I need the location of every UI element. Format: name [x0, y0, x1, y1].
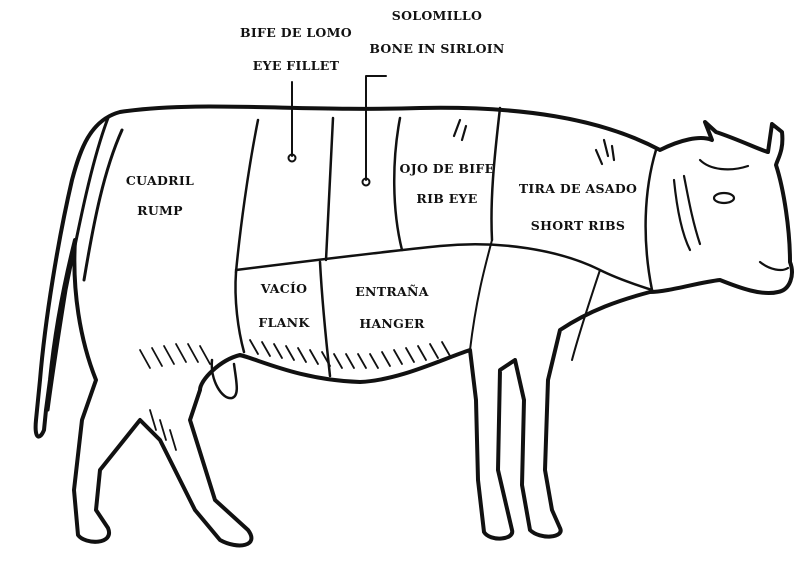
eye-fillet-label-es: BIFE DE LOMO — [240, 25, 352, 40]
foreleg-line — [470, 240, 600, 360]
hanger-label-es: ENTRAÑA — [355, 284, 429, 299]
sirloin-pointer — [366, 76, 386, 180]
neck-boundary — [646, 150, 656, 290]
eye-fillet-label-en: EYE FILLET — [253, 58, 340, 73]
rib-eye-label-es: OJO DE BIFE — [400, 161, 495, 176]
rib-boundary — [394, 118, 402, 250]
flank-label-en: FLANK — [258, 315, 310, 330]
rump-boundary — [236, 120, 258, 272]
rump-label-es: CUADRIL — [126, 173, 194, 188]
eye-icon — [714, 193, 734, 203]
rib-eye-label-en: RIB EYE — [416, 191, 477, 206]
flank-label-es: VACÍO — [260, 281, 308, 296]
label-pointers — [289, 76, 387, 186]
tail — [48, 118, 122, 410]
flank-rear-line — [235, 272, 244, 352]
rump-label-en: RUMP — [137, 203, 183, 218]
sirloin-label-en: BONE IN SIRLOIN — [369, 41, 504, 56]
belly-hatching — [140, 340, 450, 450]
sirloin-label-es: SOLOMILLO — [392, 8, 482, 23]
cut-labels: CUADRIL RUMP BIFE DE LOMO EYE FILLET SOL… — [126, 8, 637, 331]
hanger-label-en: HANGER — [359, 316, 425, 331]
short-ribs-label-es: TIRA DE ASADO — [519, 181, 637, 196]
loin-split-line — [326, 118, 333, 260]
short-ribs-label-en: SHORT RIBS — [531, 218, 625, 233]
